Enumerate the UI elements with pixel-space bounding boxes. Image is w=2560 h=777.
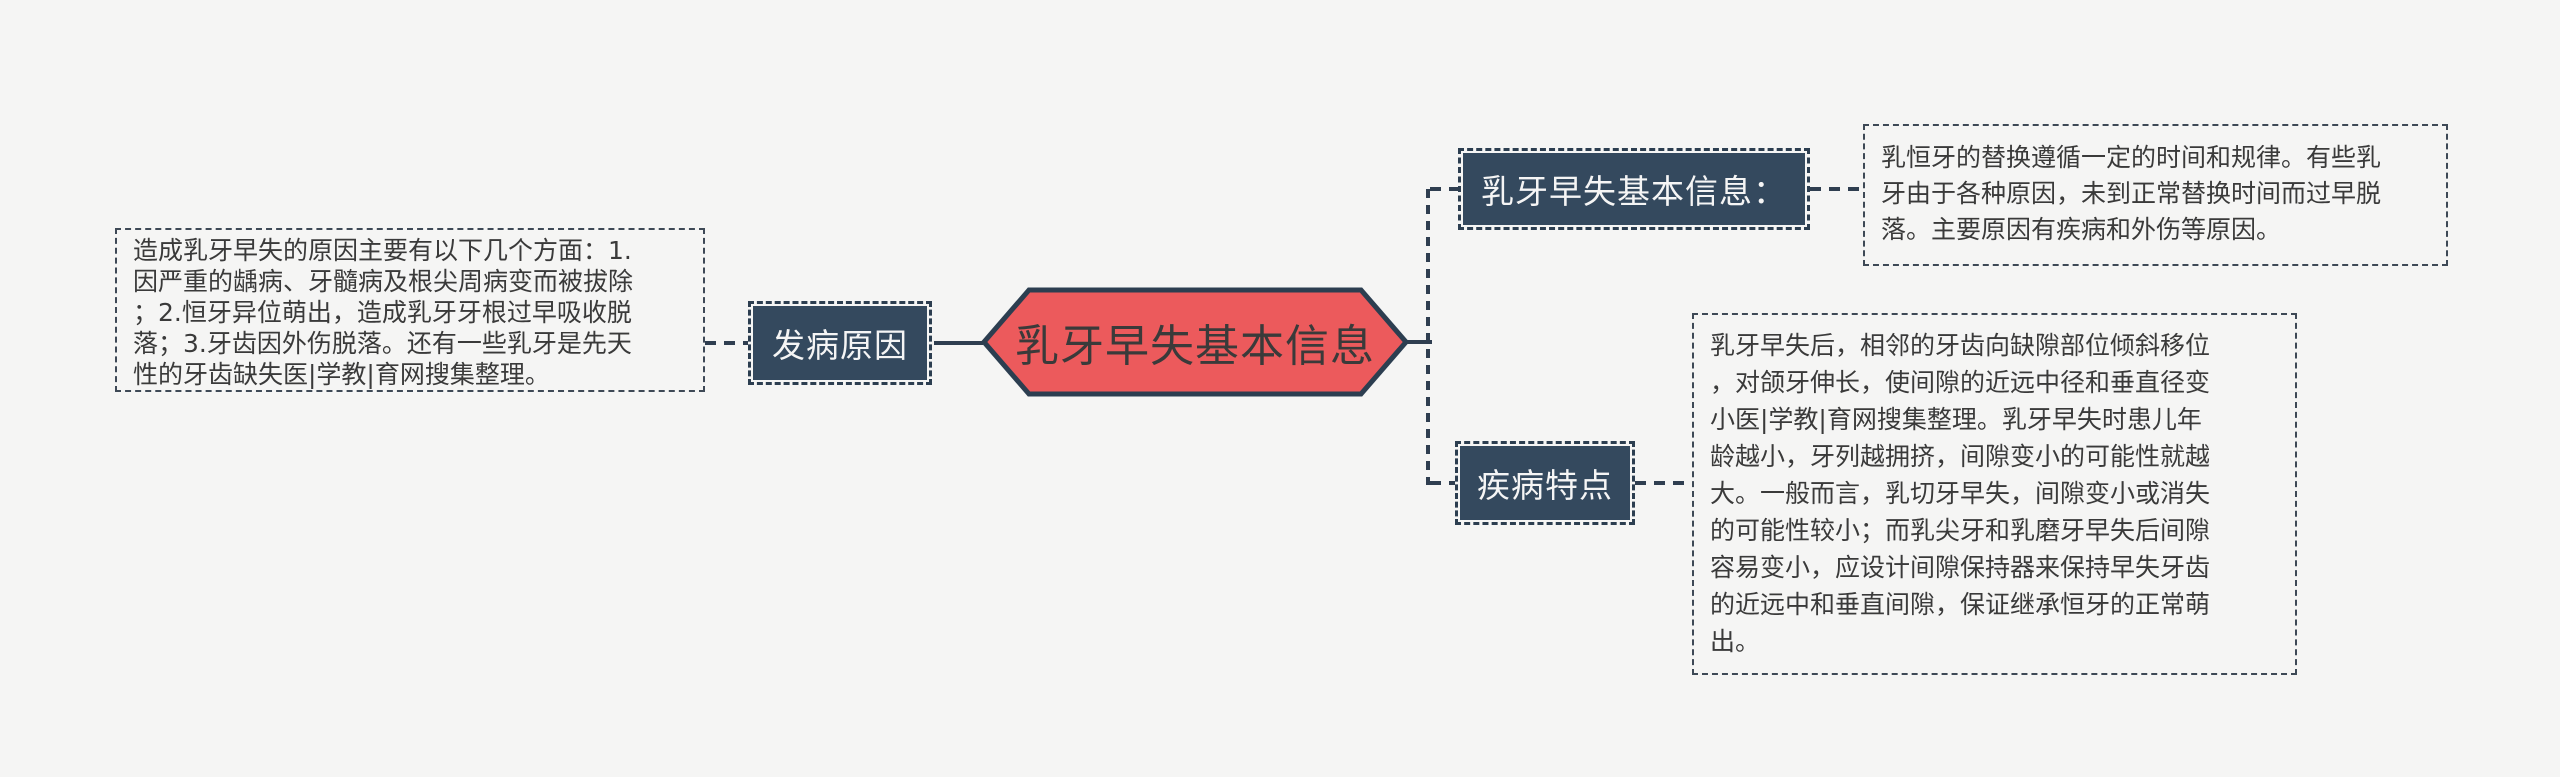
connector-spine-to-feature xyxy=(1430,481,1455,485)
connector-root-stub xyxy=(1407,340,1432,344)
connector-right-spine xyxy=(1426,189,1430,485)
branch-node-feature-label: 疾病特点 xyxy=(1460,446,1630,520)
branch-node-info-label: 乳牙早失基本信息： xyxy=(1463,153,1805,225)
branch-node-cause[interactable]: 发病原因 xyxy=(748,301,932,385)
branch-node-info[interactable]: 乳牙早失基本信息： xyxy=(1458,148,1810,230)
branch-node-feature[interactable]: 疾病特点 xyxy=(1455,441,1635,525)
connector-spine-to-info xyxy=(1430,187,1458,191)
note-box-cause: 造成乳牙早失的原因主要有以下几个方面：1. 因严重的龋病、牙髓病及根尖周病变而被… xyxy=(115,228,705,392)
connector-info-to-note xyxy=(1810,187,1863,191)
root-hexagon-shape xyxy=(981,287,1409,397)
connector-feature-to-note xyxy=(1635,481,1692,485)
root-node-label: 乳牙早失基本信息 xyxy=(1015,321,1375,372)
connector-leftnote-to-cause xyxy=(705,341,748,345)
root-node[interactable]: 乳牙早失基本信息 xyxy=(981,286,1409,398)
connector-cause-to-root xyxy=(934,341,983,345)
note-box-feature: 乳牙早失后，相邻的牙齿向缺隙部位倾斜移位 ，对颌牙伸长，使间隙的近远中径和垂直径… xyxy=(1692,313,2297,675)
branch-node-cause-label: 发病原因 xyxy=(753,306,927,380)
note-box-info: 乳恒牙的替换遵循一定的时间和规律。有些乳 牙由于各种原因，未到正常替换时间而过早… xyxy=(1863,124,2448,266)
